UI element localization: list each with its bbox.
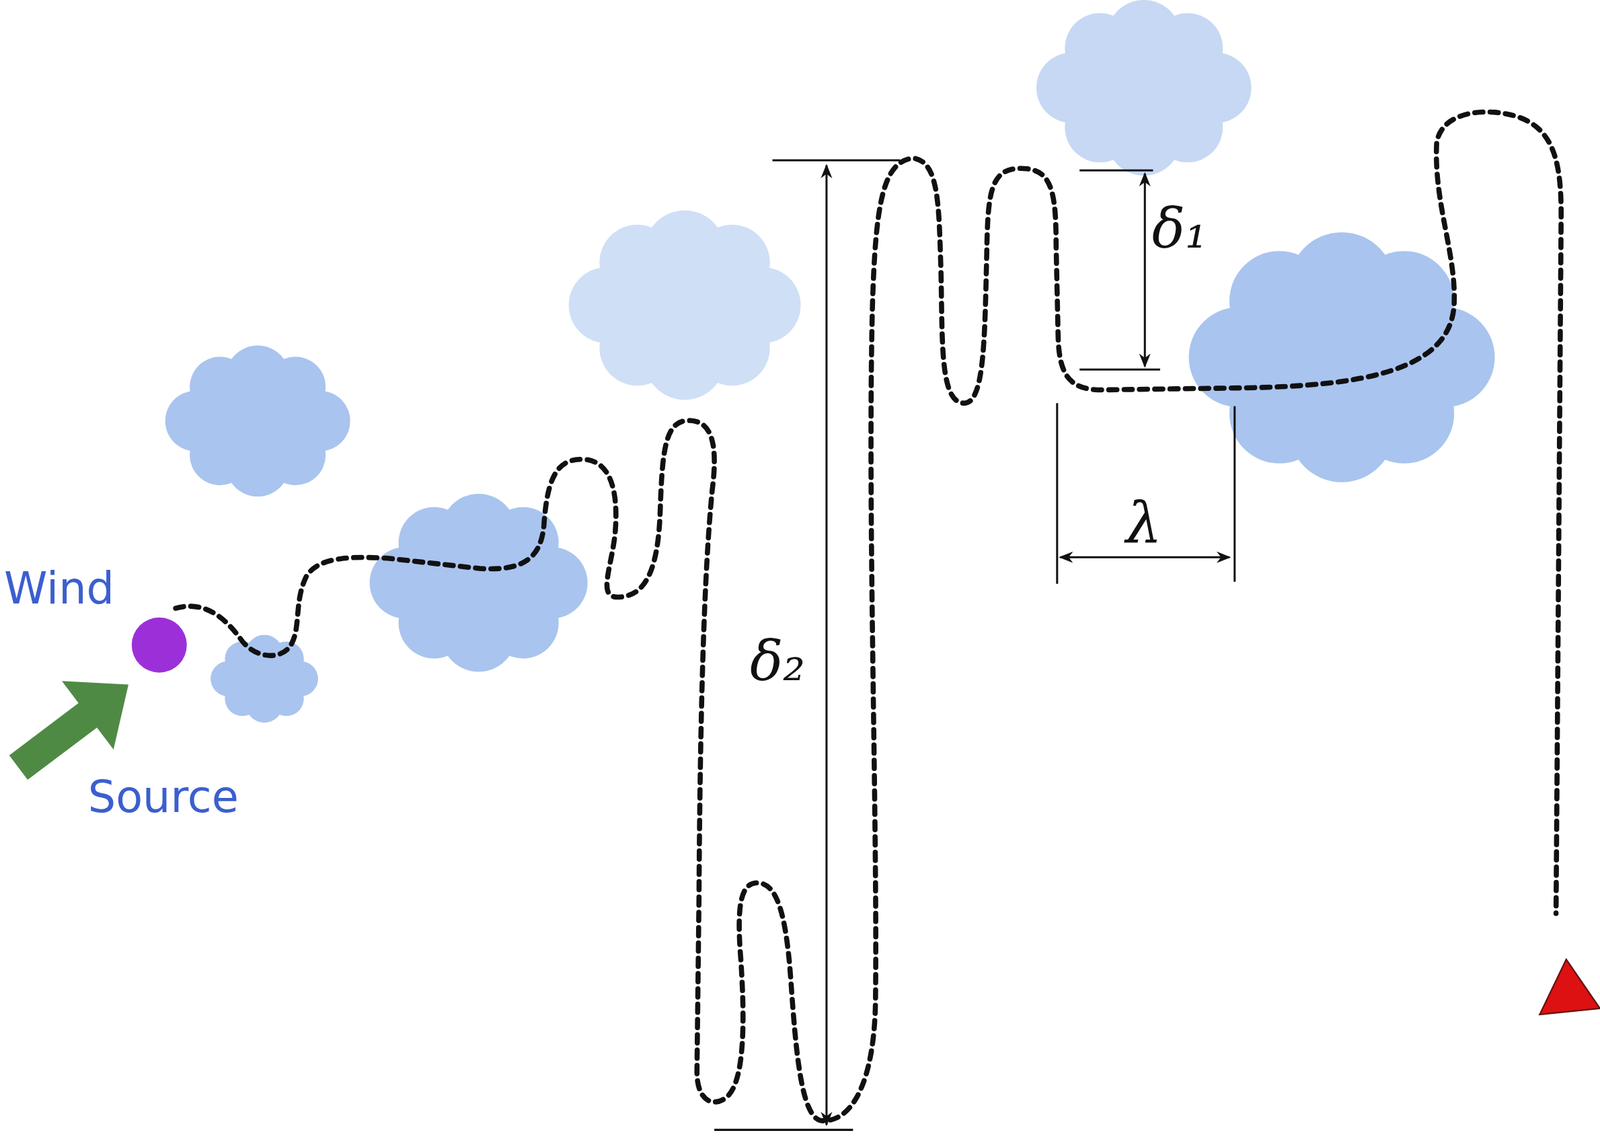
trajectory: [175, 111, 1561, 1120]
extension-line: [714, 1128, 853, 1131]
source-label: Source: [88, 774, 239, 819]
source-dot: [131, 617, 187, 673]
cloud: [165, 345, 351, 498]
receiver-triangle: [1539, 959, 1600, 1015]
cloud: [369, 493, 588, 672]
dimension-arrow: [1059, 556, 1230, 559]
extension-line: [772, 159, 901, 162]
dimension-label: δ₂: [749, 633, 806, 689]
cloud: [210, 634, 319, 723]
dimension-label: λ: [1125, 493, 1163, 551]
dimension-arrow: [1144, 173, 1147, 367]
cloud: [568, 210, 802, 401]
cloud: [1036, 0, 1252, 176]
dimension-label: δ₁: [1152, 201, 1208, 257]
extension-line: [1079, 368, 1161, 371]
dimension-arrow: [825, 165, 828, 1125]
extension-line: [1233, 406, 1236, 582]
extension-line: [1079, 169, 1153, 172]
extension-line: [1055, 402, 1058, 584]
wind-label: Wind: [4, 566, 115, 611]
